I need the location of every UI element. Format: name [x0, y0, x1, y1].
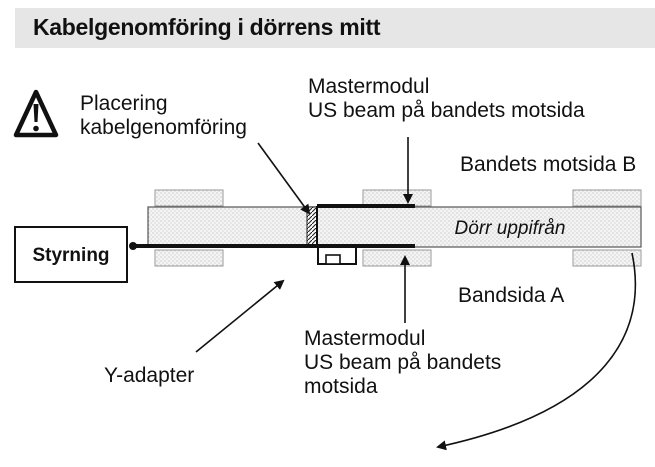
yadapter-label: Y-adapter: [104, 364, 194, 387]
placering-label-line2: kabelgenomföring: [80, 116, 247, 139]
arrow-y-adapter: [195, 279, 285, 353]
hinge-blocks-bottom: [154, 249, 642, 267]
cable-connector: [129, 242, 137, 250]
bandets-motsida-label: Bandets motsida B: [460, 153, 636, 176]
master-bottom-label-line2: US beam på bandets: [304, 351, 501, 374]
placering-label-line1: Placering: [80, 92, 168, 115]
master-top-label-line2: US beam på bandets motsida: [308, 99, 585, 122]
master-bottom-label-line3: motsida: [304, 375, 378, 398]
master-bottom-label-line1: Mastermodul: [304, 327, 425, 350]
bandsida-label: Bandsida A: [458, 284, 564, 307]
hinge-blocks-top: [154, 189, 642, 207]
page-title: Kabelgenomföring i dörrens mitt: [33, 14, 381, 40]
door-label: Dörr uppifrån: [455, 218, 566, 239]
styrning-label: Styrning: [32, 245, 109, 266]
door-swing-arrow: [436, 252, 637, 451]
arrow-placering: [257, 142, 311, 215]
master-top-label-line1: Mastermodul: [308, 75, 429, 98]
warning-triangle-icon: [13, 89, 59, 138]
door-panel: [147, 206, 642, 248]
styrning-box: [14, 226, 128, 283]
header-bar: Kabelgenomföring i dörrens mitt: [15, 8, 655, 48]
